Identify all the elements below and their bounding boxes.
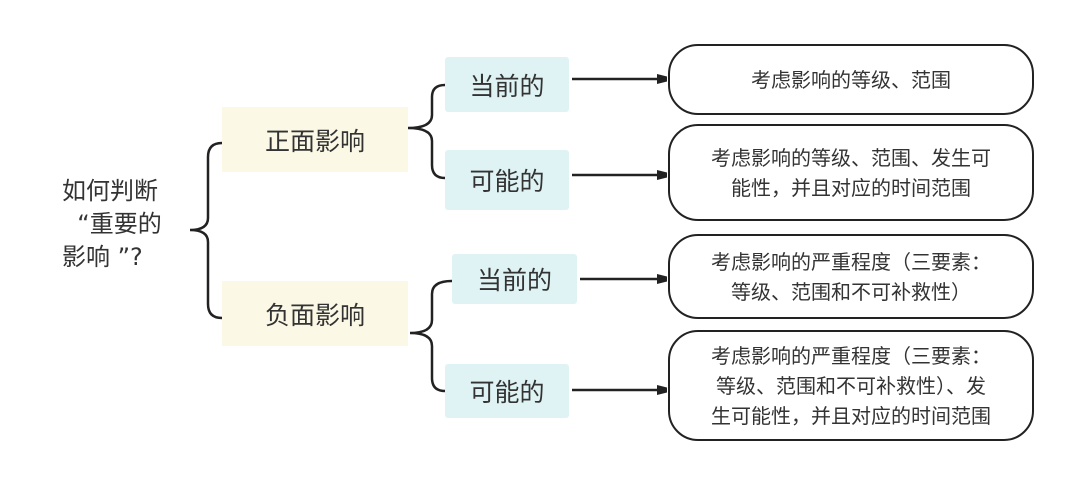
positive-current-node: 当前的 — [445, 57, 569, 112]
detail-line: 能性，并且对应的时间范围 — [731, 175, 971, 200]
root-line: 如何判断 — [62, 177, 158, 205]
negative-possible-detail: 考虑影响的严重程度（三要素： 等级、范围和不可补救性）、发 生可能性，并且对应的… — [668, 330, 1034, 441]
negative-current-node: 当前的 — [452, 254, 577, 304]
negative-possible-node: 可能的 — [445, 364, 569, 418]
positive-brace — [407, 83, 446, 180]
positive-current-detail: 考虑影响的等级、范围 — [668, 44, 1034, 115]
positive-possible-detail: 考虑影响的等级、范围、发生可 能性，并且对应的时间范围 — [668, 124, 1034, 221]
root-line: 影响 ”? — [62, 243, 143, 271]
detail-line: 生可能性，并且对应的时间范围 — [711, 403, 991, 428]
detail-line: 等级、范围和不可补救性） — [731, 279, 971, 304]
positive-impact-node: 正面影响 — [222, 107, 408, 172]
negative-current-detail: 考虑影响的严重程度（三要素： 等级、范围和不可补救性） — [668, 234, 1034, 319]
detail-line: 考虑影响的等级、范围 — [751, 67, 951, 92]
negative-brace — [409, 279, 453, 393]
detail-line: 考虑影响的等级、范围、发生可 — [711, 145, 991, 170]
root-brace — [189, 141, 223, 320]
detail-line: 考虑影响的严重程度（三要素： — [711, 343, 991, 368]
root-line: “重要的 — [62, 210, 162, 238]
detail-line: 等级、范围和不可补救性）、发 — [716, 373, 986, 398]
negative-impact-node: 负面影响 — [222, 281, 408, 346]
root-question: 如何判断 “重要的 影响 ”? — [62, 175, 162, 274]
positive-possible-node: 可能的 — [445, 150, 569, 210]
detail-line: 考虑影响的严重程度（三要素： — [711, 249, 991, 274]
